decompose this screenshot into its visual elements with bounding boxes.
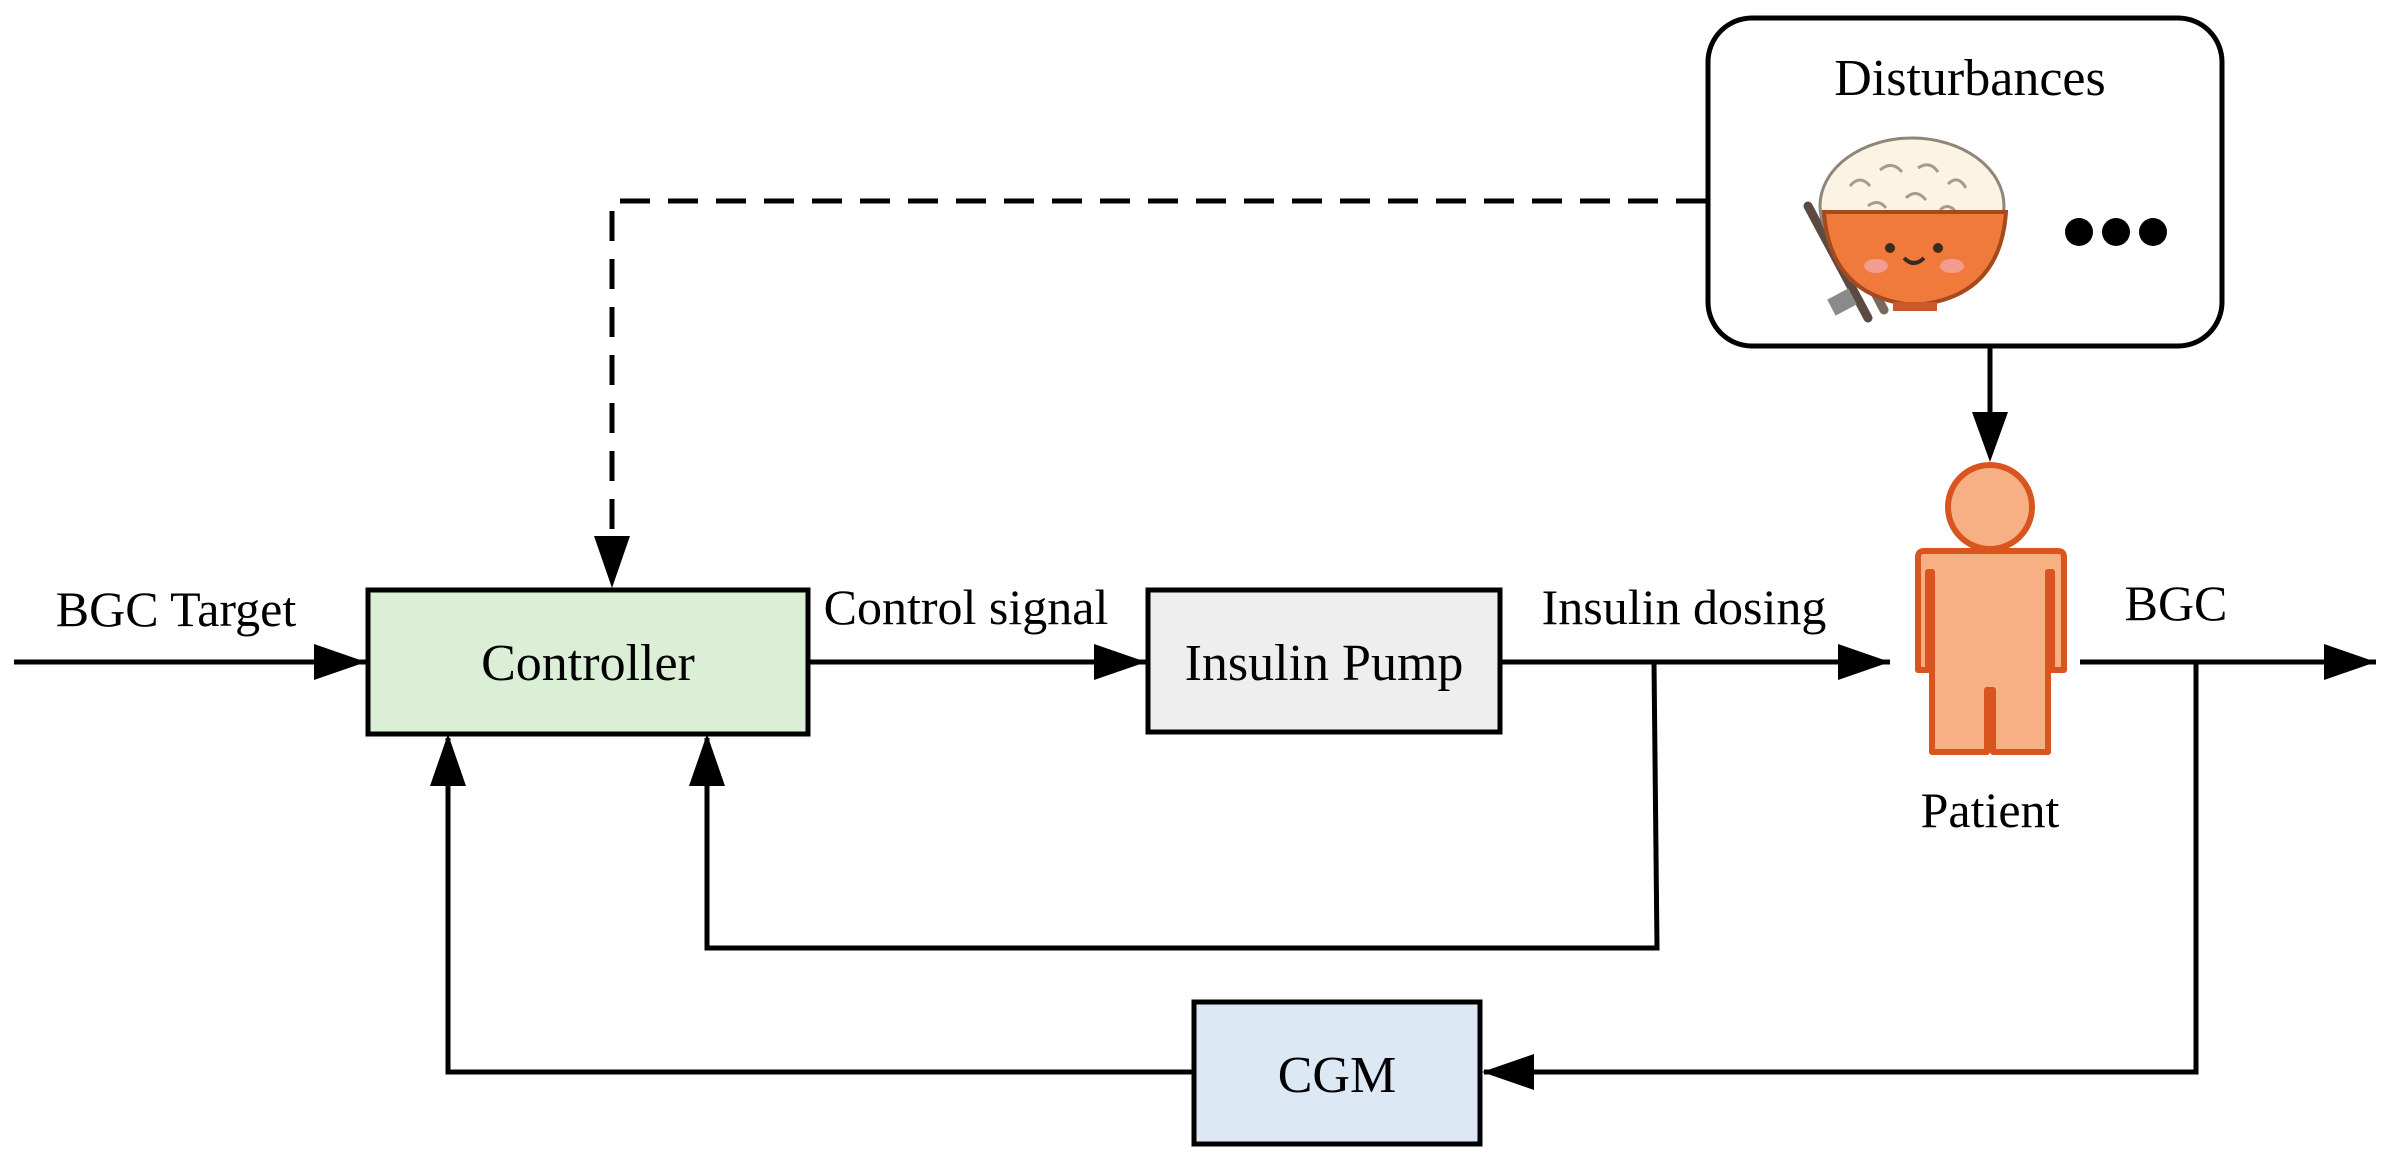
disturbances-label: Disturbances	[1834, 50, 2105, 107]
disturbance-feedforward-line	[609, 198, 1706, 536]
control-signal-arrowhead	[1094, 644, 1146, 680]
controller-label: Controller	[481, 635, 695, 692]
cgm-box	[1191, 999, 1483, 1147]
insulin-feedback-line	[704, 661, 1660, 951]
cgm-block: CGM	[1191, 999, 1483, 1147]
insulin-pump-box	[1145, 587, 1503, 735]
bgc-to-cgm-line	[1484, 662, 2199, 1075]
disturbance-feedforward-arrowhead	[594, 536, 630, 588]
input-arrowhead	[314, 644, 366, 680]
patient-label: Patient	[1921, 782, 2060, 838]
cgm-feedback-line	[445, 738, 1192, 1075]
control-signal-label: Control signal	[824, 579, 1109, 635]
insulin-dosing-arrowhead	[1838, 644, 1890, 680]
insulin-pump-block: Insulin Pump	[1145, 587, 1503, 735]
bgc-target-label: BGC Target	[56, 581, 297, 637]
connections	[14, 198, 2376, 1090]
disturbances-block: Disturbances	[1705, 15, 2225, 349]
ellipsis-icon	[2065, 218, 2167, 246]
bgc-output-arrowhead	[2324, 644, 2376, 680]
rice-bowl-icon	[1803, 136, 2009, 323]
insulin-pump-label: Insulin Pump	[1185, 635, 1464, 692]
bgc-label: BGC	[2125, 575, 2228, 631]
cgm-feedback-arrowhead	[430, 734, 466, 786]
bgc-to-cgm-arrowhead	[1482, 1054, 1534, 1090]
cgm-label: CGM	[1278, 1047, 1396, 1104]
patient-head	[1945, 462, 2035, 552]
controller-block: Controller	[365, 587, 811, 737]
insulin-feedback-arrowhead	[689, 734, 725, 786]
insulin-dosing-label: Insulin dosing	[1542, 579, 1827, 635]
patient-icon	[1915, 462, 2067, 755]
controller-box	[365, 587, 811, 737]
disturbance-to-patient-arrowhead	[1972, 412, 2008, 462]
patient-body	[1915, 548, 2067, 755]
